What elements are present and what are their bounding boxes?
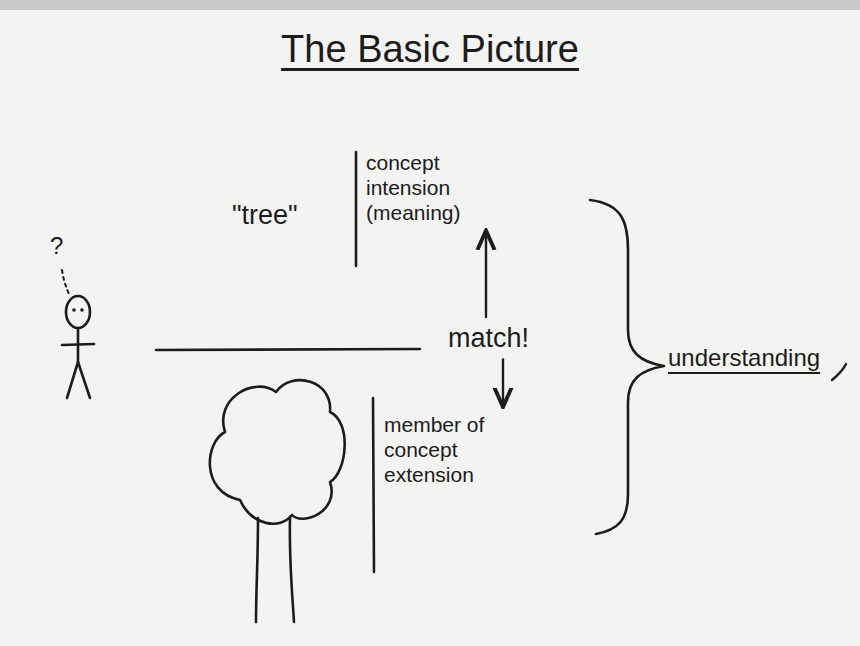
figure-arms — [62, 344, 94, 345]
board-title: The Basic Picture — [0, 28, 860, 71]
figure-head — [66, 296, 90, 328]
board-edge — [0, 0, 860, 10]
thought-line — [62, 270, 70, 296]
tree-trunk — [256, 518, 258, 622]
text-node: concept intension (meaning) — [366, 150, 496, 226]
tree-trunk — [290, 517, 294, 622]
word-label: "tree" — [232, 200, 298, 231]
underline-hook — [832, 364, 846, 380]
concept-label: understanding — [668, 344, 820, 372]
node-text: concept intension (meaning) — [366, 150, 496, 226]
question-mark: ? — [50, 232, 63, 260]
node-text: member of concept extension — [384, 412, 534, 488]
separator-bar — [373, 398, 374, 572]
text-node: match! — [448, 322, 558, 354]
figure-eye — [80, 308, 84, 312]
divider-line — [156, 349, 420, 350]
tree-crown — [210, 380, 345, 523]
curly-brace — [590, 200, 664, 534]
arrow-connector — [502, 359, 504, 407]
node-text: match! — [448, 322, 558, 354]
separator-bar — [355, 152, 358, 266]
text-node: member of concept extension — [384, 412, 534, 488]
figure-eye — [72, 308, 76, 312]
figure-legs — [67, 362, 90, 398]
arrow-connector — [485, 231, 487, 317]
